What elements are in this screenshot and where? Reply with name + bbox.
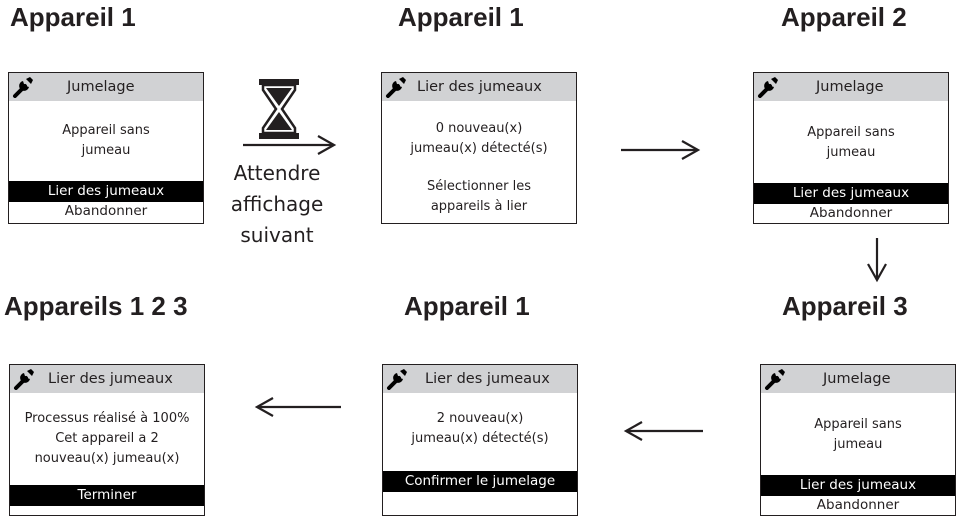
wrench-icon <box>758 77 778 98</box>
body-line: jumeau <box>826 145 876 160</box>
arrow-icon <box>623 421 703 441</box>
confirm-pairing-button[interactable]: Confirmer le jumelage <box>383 471 577 492</box>
finish-button[interactable]: Terminer <box>10 485 204 506</box>
title-devices-1-2-3: Appareils 1 2 3 <box>4 291 188 321</box>
title-device-1-step-5: Appareil 1 <box>404 291 530 321</box>
screen-device-1-pairing: Jumelage Appareil sans jumeau Lier des j… <box>8 72 204 224</box>
arrow-icon <box>621 140 701 160</box>
wrench-icon <box>387 369 407 390</box>
arrow-icon <box>254 397 341 417</box>
screen-device-3-pairing: Jumelage Appareil sans jumeau Lier des j… <box>760 364 956 516</box>
body-line: jumeau <box>81 143 131 158</box>
menu-item-link-twins-selected[interactable]: Lier des jumeaux <box>754 183 948 204</box>
screen-header-title: Jumelage <box>67 79 135 95</box>
body-line: appareils à lier <box>430 199 528 214</box>
body-line: jumeau <box>833 437 883 452</box>
body-line: Appareil sans <box>807 125 895 140</box>
title-device-3: Appareil 3 <box>782 291 908 321</box>
screen-header: Lier des jumeaux <box>10 365 204 393</box>
body-line: Processus réalisé à 100% <box>24 411 190 426</box>
wait-line: affichage <box>230 192 324 216</box>
wrench-icon <box>386 77 406 98</box>
menu-item-abandon[interactable]: Abandonner <box>809 205 893 221</box>
wrench-icon <box>765 369 785 390</box>
body-line: Cet appareil a 2 <box>55 431 159 446</box>
menu-item-abandon[interactable]: Abandonner <box>64 203 148 219</box>
body-line: Appareil sans <box>814 417 902 432</box>
title-device-1-step-2: Appareil 1 <box>398 2 524 32</box>
screen-header-title: Jumelage <box>816 79 884 95</box>
screen-device-1-confirm: Lier des jumeaux 2 nouveau(x) jumeau(x) … <box>382 364 578 516</box>
wait-line: suivant <box>240 223 314 247</box>
screen-header: Jumelage <box>754 73 948 101</box>
wait-instruction: Attendre affichage suivant <box>222 158 332 251</box>
hourglass-icon <box>259 79 299 139</box>
title-device-1-step-1: Appareil 1 <box>10 2 136 32</box>
title-device-2: Appareil 2 <box>781 2 907 32</box>
body-line: Sélectionner les <box>426 179 531 194</box>
arrow-icon <box>867 238 887 283</box>
screen-header-title: Lier des jumeaux <box>417 79 542 95</box>
body-line: nouveau(x) jumeau(x) <box>34 451 180 466</box>
screen-header-title: Lier des jumeaux <box>425 371 550 387</box>
screen-header: Jumelage <box>761 365 955 393</box>
screen-header: Lier des jumeaux <box>382 73 576 101</box>
arrow-icon <box>243 135 337 155</box>
body-line: Appareil sans <box>62 123 150 138</box>
menu-item-link-twins-selected[interactable]: Lier des jumeaux <box>9 181 203 202</box>
menu-item-link-twins-selected[interactable]: Lier des jumeaux <box>761 475 955 496</box>
wait-line: Attendre <box>233 161 321 185</box>
screen-devices-1-2-3-result: Lier des jumeaux Processus réalisé à 100… <box>9 364 205 516</box>
screen-device-1-link-twins: Lier des jumeaux 0 nouveau(x) jumeau(x) … <box>381 72 577 224</box>
body-line: jumeau(x) détecté(s) <box>411 431 549 446</box>
screen-header-title: Lier des jumeaux <box>48 371 173 387</box>
body-line: 0 nouveau(x) <box>435 121 523 136</box>
wrench-icon <box>14 369 34 390</box>
screen-header: Jumelage <box>9 73 203 101</box>
screen-header-title: Jumelage <box>823 371 891 387</box>
body-line: 2 nouveau(x) <box>436 411 524 426</box>
body-line: jumeau(x) détecté(s) <box>410 141 548 156</box>
screen-header: Lier des jumeaux <box>383 365 577 393</box>
wrench-icon <box>13 77 33 98</box>
screen-device-2-pairing: Jumelage Appareil sans jumeau Lier des j… <box>753 72 949 224</box>
menu-item-abandon[interactable]: Abandonner <box>816 497 900 513</box>
